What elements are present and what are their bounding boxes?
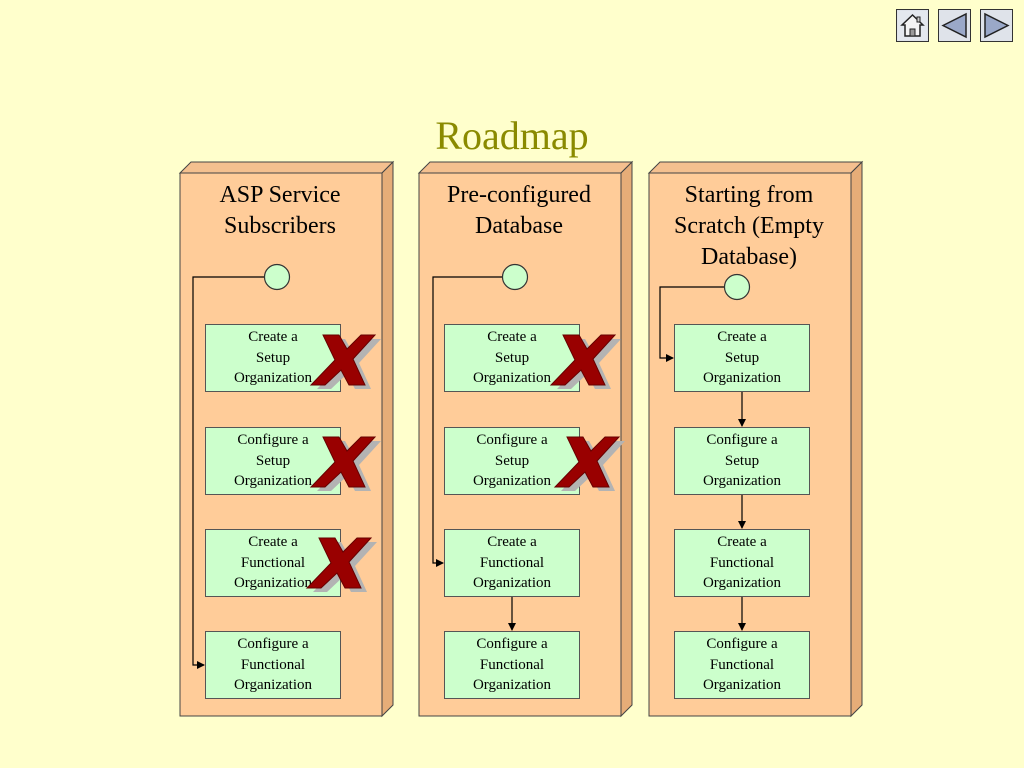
connector-line: [432, 276, 503, 567]
triangle-right-icon: [984, 12, 1010, 39]
step-create-functional-org[interactable]: Create a Functional Organization: [444, 529, 580, 597]
home-button[interactable]: [896, 9, 929, 42]
step-configure-setup-org[interactable]: Configure a Setup Organization: [674, 427, 810, 495]
slide-title: Roadmap: [435, 113, 589, 158]
panel-top-face: [417, 161, 634, 174]
triangle-left-icon: [941, 12, 967, 39]
connector-line: [659, 286, 725, 362]
step-create-functional-org[interactable]: Create a Functional Organization: [205, 529, 341, 597]
step-configure-setup-org[interactable]: Configure a Setup Organization: [444, 427, 580, 495]
column-title-scratch: Starting from Scratch (Empty Database): [674, 182, 824, 270]
panel-top-face: [647, 161, 864, 174]
panel-side-face: [381, 160, 394, 718]
connector-line: [192, 276, 265, 669]
previous-button[interactable]: [938, 9, 971, 42]
panel-side-face: [850, 160, 863, 718]
start-node: [263, 263, 291, 291]
home-icon: [898, 11, 927, 40]
start-node: [501, 263, 529, 291]
panel-side-face: [620, 160, 633, 718]
panel-top-face: [178, 161, 395, 174]
step-create-setup-org[interactable]: Create a Setup Organization: [674, 324, 810, 392]
step-create-setup-org[interactable]: Create a Setup Organization: [444, 324, 580, 392]
step-configure-functional-org[interactable]: Configure a Functional Organization: [674, 631, 810, 699]
step-create-setup-org[interactable]: Create a Setup Organization: [205, 324, 341, 392]
next-button[interactable]: [980, 9, 1013, 42]
step-configure-functional-org[interactable]: Configure a Functional Organization: [444, 631, 580, 699]
column-title-asp: ASP Service Subscribers: [219, 182, 341, 239]
step-configure-functional-org[interactable]: Configure a Functional Organization: [205, 631, 341, 699]
column-title-preconfigured: Pre-configured Database: [447, 182, 591, 239]
step-create-functional-org[interactable]: Create a Functional Organization: [674, 529, 810, 597]
start-node: [723, 273, 751, 301]
step-configure-setup-org[interactable]: Configure a Setup Organization: [205, 427, 341, 495]
